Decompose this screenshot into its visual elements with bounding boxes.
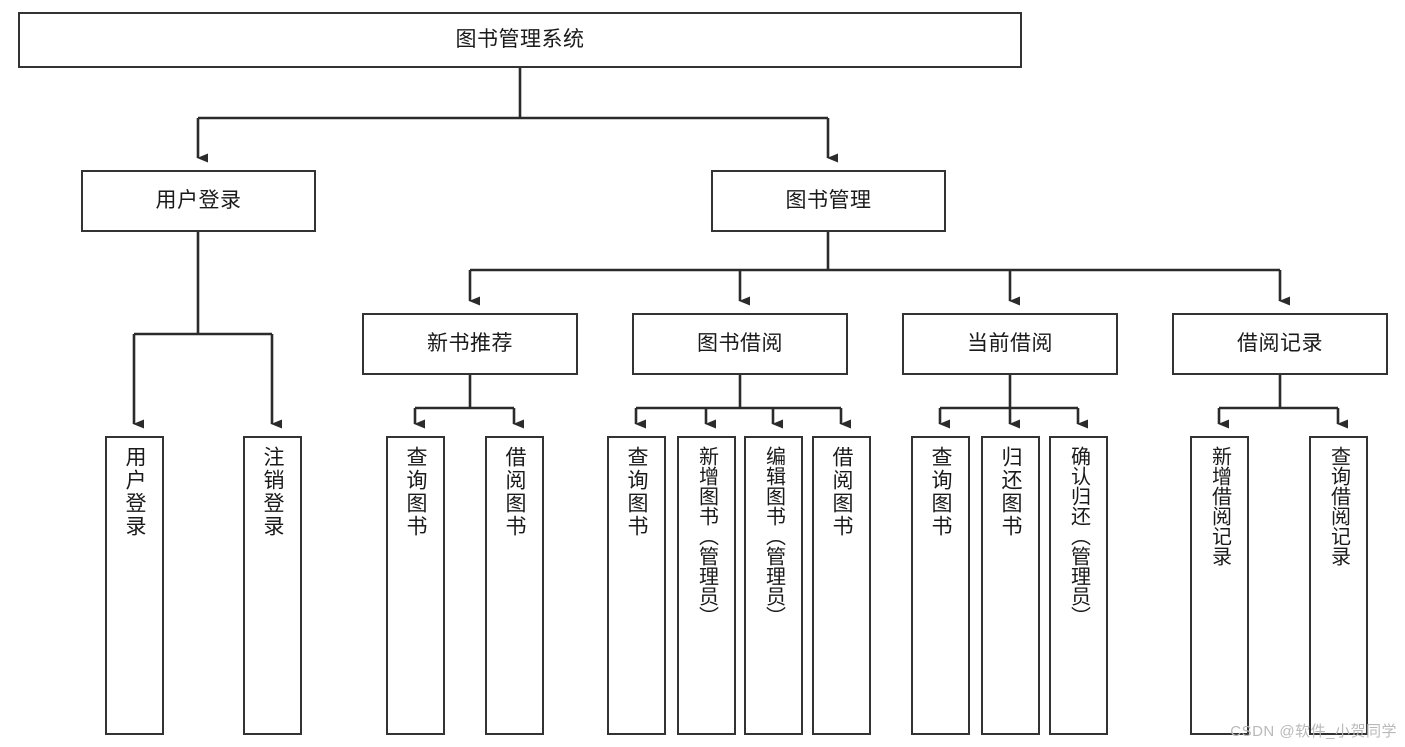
node-label: 注销登录 <box>261 446 284 538</box>
node-label: 用户登录 <box>123 446 146 538</box>
node-label: 当前借阅 <box>967 331 1053 355</box>
leaf-edit-book[interactable]: 编辑图书（管理员） <box>744 436 803 735</box>
leaf-add-borrow-record[interactable]: 新增借阅记录 <box>1190 436 1249 735</box>
node-label: 查询图书 <box>625 446 648 538</box>
node-book-manage[interactable]: 图书管理 <box>711 170 946 232</box>
leaf-borrow-book[interactable]: 借阅图书 <box>812 436 871 735</box>
leaf-logout-login[interactable]: 注销登录 <box>243 436 302 735</box>
node-label: 查询借阅记录 <box>1327 446 1350 566</box>
leaf-query-book-recommend[interactable]: 查询图书 <box>386 436 445 735</box>
node-label: 借阅图书 <box>503 446 526 538</box>
node-user-login[interactable]: 用户登录 <box>81 170 316 232</box>
node-label: 借阅记录 <box>1237 331 1323 355</box>
node-label: 归还图书 <box>999 446 1022 538</box>
leaf-add-book[interactable]: 新增图书（管理员） <box>677 436 736 735</box>
node-label: 图书管理 <box>785 188 872 212</box>
node-label: 图书管理系统 <box>455 27 585 51</box>
node-label: 编辑图书（管理员） <box>762 446 785 626</box>
node-label: 图书借阅 <box>697 331 783 355</box>
leaf-query-borrow-record[interactable]: 查询借阅记录 <box>1309 436 1368 735</box>
leaf-user-login[interactable]: 用户登录 <box>105 436 164 735</box>
leaf-return-book[interactable]: 归还图书 <box>981 436 1040 735</box>
node-label: 查询图书 <box>404 446 427 538</box>
leaf-query-book-borrow[interactable]: 查询图书 <box>607 436 666 735</box>
node-root-system[interactable]: 图书管理系统 <box>18 12 1022 68</box>
node-label: 借阅图书 <box>830 446 853 538</box>
node-label: 新书推荐 <box>427 331 513 355</box>
node-label: 查询图书 <box>929 446 952 538</box>
leaf-confirm-return[interactable]: 确认归还（管理员） <box>1049 436 1108 735</box>
node-label: 新增借阅记录 <box>1208 446 1231 566</box>
leaf-query-book-current[interactable]: 查询图书 <box>911 436 970 735</box>
node-borrow-record[interactable]: 借阅记录 <box>1172 313 1388 375</box>
node-new-book-recommend[interactable]: 新书推荐 <box>362 313 578 375</box>
node-label: 用户登录 <box>155 188 242 212</box>
node-label: 确认归还（管理员） <box>1067 446 1090 626</box>
node-label: 新增图书（管理员） <box>695 446 718 626</box>
node-book-borrow[interactable]: 图书借阅 <box>632 313 848 375</box>
leaf-borrow-book-recommend[interactable]: 借阅图书 <box>485 436 544 735</box>
node-current-borrow[interactable]: 当前借阅 <box>902 313 1118 375</box>
